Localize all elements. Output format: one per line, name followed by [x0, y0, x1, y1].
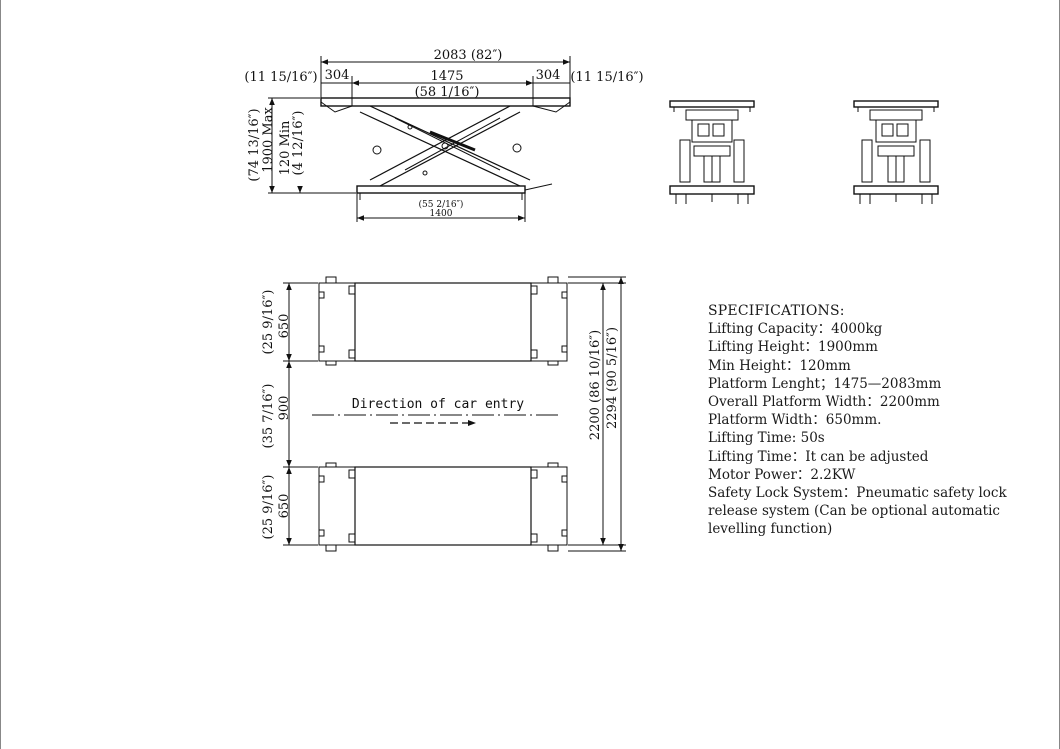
top-view: [283, 276, 626, 552]
platform-width-inch-bottom-label: (25 9/16″): [261, 475, 276, 540]
end-left-label: 304: [325, 68, 350, 83]
overall-length-label: 2083 (82″): [434, 48, 503, 63]
gap-label: 900: [277, 396, 292, 421]
max-height-label: 1900 Max: [261, 107, 276, 173]
spec-lifting-time: Lifting Time: 50s: [708, 430, 825, 447]
overall-width-label: 2200 (86 10/16″): [588, 330, 603, 440]
end-view-left: [669, 100, 755, 204]
base-length-label: 1400: [430, 209, 453, 219]
spec-platform-width: Platform Width：650mm.: [708, 412, 882, 429]
spec-lifting-capacity: Lifting Capacity：4000kg: [708, 321, 883, 338]
end-view-right: [853, 100, 939, 204]
base-length-inch-label: (55 2/16″): [419, 199, 464, 210]
end-right-label: 304: [536, 68, 561, 83]
spec-lifting-height: Lifting Height：1900mm: [708, 339, 878, 356]
spec-safety-lock-system: Safety Lock System：Pneumatic safety lock…: [708, 485, 1007, 538]
spec-motor-power: Motor Power：2.2KW: [708, 466, 856, 483]
min-height-label: 120 Min: [278, 120, 293, 175]
spec-min-height: Min Height：120mm: [708, 357, 851, 374]
max-height-inch-label: (74 13/16″): [247, 108, 262, 181]
platform-width-top-label: 650: [277, 314, 292, 339]
direction-arrow: [390, 420, 476, 426]
spec-overall-platform-width: Overall Platform Width：2200mm: [708, 394, 940, 411]
specifications-heading: SPECIFICATIONS:: [708, 303, 845, 319]
end-right-inch-label: (11 15/16″): [570, 70, 643, 85]
center-length-label: 1475: [430, 69, 463, 84]
min-height-inch-label: (4 12/16″): [291, 111, 306, 176]
center-length-inch-label: (58 1/16″): [415, 85, 480, 100]
direction-of-car-entry-label: Direction of car entry: [352, 397, 524, 412]
side-view-labels: 2083 (82″) (11 15/16″) 304 1475 (58 1/16…: [244, 48, 643, 219]
spec-lifting-time-adjustable: Lifting Time：It can be adjusted: [708, 448, 929, 465]
platform-width-inch-top-label: (25 9/16″): [261, 290, 276, 355]
outer-width-label: 2294 (90 5/16″): [605, 327, 620, 429]
top-view-labels: (25 9/16″) 650 (35 7/16″) 900 (25 9/16″)…: [261, 290, 620, 540]
end-left-inch-label: (11 15/16″): [244, 70, 317, 85]
gap-inch-label: (35 7/16″): [261, 384, 276, 449]
spec-platform-length: Platform Lenght；1475—2083mm: [708, 375, 942, 392]
specifications-block: SPECIFICATIONS: Lifting Capacity：4000kg …: [708, 302, 1038, 539]
platform-width-bottom-label: 650: [277, 494, 292, 519]
side-view: [268, 56, 571, 222]
